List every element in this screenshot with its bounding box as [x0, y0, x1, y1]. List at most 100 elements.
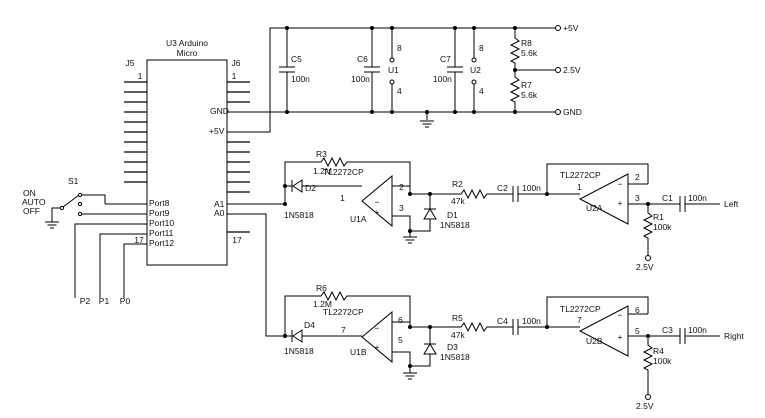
- u1b-minus-sign: −: [375, 323, 380, 333]
- u2a-pin-minus: 2: [635, 172, 640, 182]
- capacitor-c5: C5 100n: [279, 28, 310, 112]
- c4-label: C4: [497, 316, 508, 326]
- supply-section: +5V GND 2.5V C5 100n C6 100n: [227, 23, 582, 133]
- j5-pin-stubs: [124, 81, 147, 183]
- u2b-minus-sign: −: [618, 310, 623, 320]
- rail-5v-label: +5V: [563, 23, 579, 33]
- u2a-pin-out: 1: [577, 182, 582, 192]
- u1b-plus-sign: +: [375, 342, 380, 352]
- port12-label: Port12: [149, 238, 174, 248]
- arduino-micro-u3: U3 Arduino Micro J5 J6 1 1 17 17 GND +5V…: [124, 38, 250, 266]
- r3-value: 1.2M: [313, 166, 332, 176]
- diode-d3: D3 1N5818: [408, 327, 470, 368]
- capacitor-c7: C7 100n: [433, 28, 463, 112]
- r7-label: R7: [521, 80, 532, 90]
- r4-value: 100k: [653, 356, 672, 366]
- channel-b-right: D4 1N5818 R6 1.2M − + TL2272CP 7 6 5 U1B: [227, 213, 744, 411]
- u2-label: U2: [470, 65, 481, 75]
- u2b-label: U2B: [586, 336, 603, 346]
- u1b-pin-minus: 6: [398, 315, 403, 325]
- r4-bias-label: 2.5V: [636, 401, 654, 411]
- u1a-plus-sign: +: [375, 207, 380, 217]
- rail-2v5-label: 2.5V: [563, 65, 581, 75]
- r6-label: R6: [316, 283, 327, 293]
- c6-label: C6: [357, 54, 368, 64]
- arduino-subtitle: Micro: [177, 48, 198, 58]
- d4-label: D4: [304, 320, 315, 330]
- u2-pin4-label: 4: [479, 86, 484, 96]
- u2a-label: U2A: [586, 203, 603, 213]
- d1-label: D1: [447, 210, 458, 220]
- resistor-r1: R1 100k 2.5V: [636, 202, 672, 272]
- resistor-r3: R3 1.2M: [283, 149, 411, 188]
- r7-value: 5.6k: [521, 90, 538, 100]
- switch-pos-off: OFF: [23, 206, 40, 216]
- p0-label: P0: [120, 296, 131, 306]
- p1-label: P1: [99, 296, 110, 306]
- resistor-r6: R6 1.2M: [284, 283, 411, 336]
- rail-gnd-label: GND: [563, 107, 582, 117]
- diode-d2: D2 1N5818: [284, 179, 362, 220]
- c1-label: C1: [662, 193, 673, 203]
- c4-value: 100n: [522, 316, 541, 326]
- u2-power-pins: 8 U2 4: [470, 28, 484, 112]
- arduino-title: U3 Arduino: [166, 38, 208, 48]
- resistor-divider-r8-r7: R8 5.6k R7 5.6k: [509, 28, 538, 112]
- r2-label: R2: [452, 179, 463, 189]
- c5-label: C5: [291, 54, 302, 64]
- u2b-pin-minus: 6: [635, 305, 640, 315]
- r8-label: R8: [521, 38, 532, 48]
- port10-label: Port10: [149, 218, 174, 228]
- output-right-label: Right: [724, 331, 744, 341]
- pin-gnd-label: GND: [210, 106, 229, 116]
- c6-value: 100n: [351, 74, 370, 84]
- u1b-part: TL2272CP: [323, 307, 364, 317]
- u1a-label: U1A: [350, 214, 367, 224]
- switch-label: S1: [68, 176, 79, 186]
- d3-value: 1N5818: [440, 352, 470, 362]
- channel-a-left: D2 1N5818 R3 1.2M − + TL2272CP 1 2 3 U1A: [227, 149, 739, 272]
- opamp-u1a: − + TL2272CP 1 2 3 U1A: [323, 167, 430, 244]
- p2-label: P2: [80, 296, 91, 306]
- r5-label: R5: [452, 313, 463, 323]
- capacitor-c6: C6 100n: [351, 28, 380, 112]
- u1-pin8-label: 8: [397, 43, 402, 53]
- output-left-label: Left: [724, 199, 739, 209]
- capacitor-c2: C2 100n: [497, 183, 547, 202]
- opamp-u2b: − + TL2272CP 7 6 5 U2B: [545, 296, 680, 357]
- u1a-pin-plus: 3: [399, 203, 404, 213]
- supply-ground-icon: [419, 120, 435, 128]
- d2-label: D2: [305, 183, 316, 193]
- diode-d4: D4 1N5818: [284, 320, 362, 356]
- diode-d1: D1 1N5818: [408, 194, 470, 233]
- opamp-u1b: − + TL2272CP 7 6 5 U1B: [323, 307, 430, 380]
- resistor-r2: R2 47k: [430, 179, 513, 206]
- r8-value: 5.6k: [521, 48, 538, 58]
- u1-pin4-label: 4: [397, 86, 402, 96]
- c1-value: 100n: [688, 193, 707, 203]
- c3-value: 100n: [688, 325, 707, 335]
- r5-value: 47k: [451, 330, 465, 340]
- resistor-r4: R4 100k 2.5V: [636, 334, 672, 411]
- j6-pin-stubs: [227, 81, 250, 233]
- switch-ground-icon: [44, 221, 60, 229]
- pin-5v-label: +5V: [209, 126, 225, 136]
- u1a-part: TL2272CP: [323, 167, 364, 177]
- port9-label: Port9: [149, 208, 170, 218]
- d4-value: 1N5818: [284, 346, 314, 356]
- u1a-ground-icon: [402, 236, 418, 244]
- u1a-pin-out: 1: [340, 193, 345, 203]
- d1-value: 1N5818: [440, 220, 470, 230]
- port8-label: Port8: [149, 198, 170, 208]
- switch-pos-auto: AUTO: [22, 197, 46, 207]
- header-j5-label: J5: [126, 58, 135, 68]
- c7-label: C7: [440, 54, 451, 64]
- switch-pos-on: ON: [23, 188, 36, 198]
- j6-pin17-label: 17: [232, 235, 242, 245]
- u2b-pin-out: 7: [577, 315, 582, 325]
- port11-label: Port11: [149, 228, 174, 238]
- r2-value: 47k: [451, 196, 465, 206]
- r4-label: R4: [653, 346, 664, 356]
- switch-s1: S1 ON AUTO OFF: [22, 176, 106, 229]
